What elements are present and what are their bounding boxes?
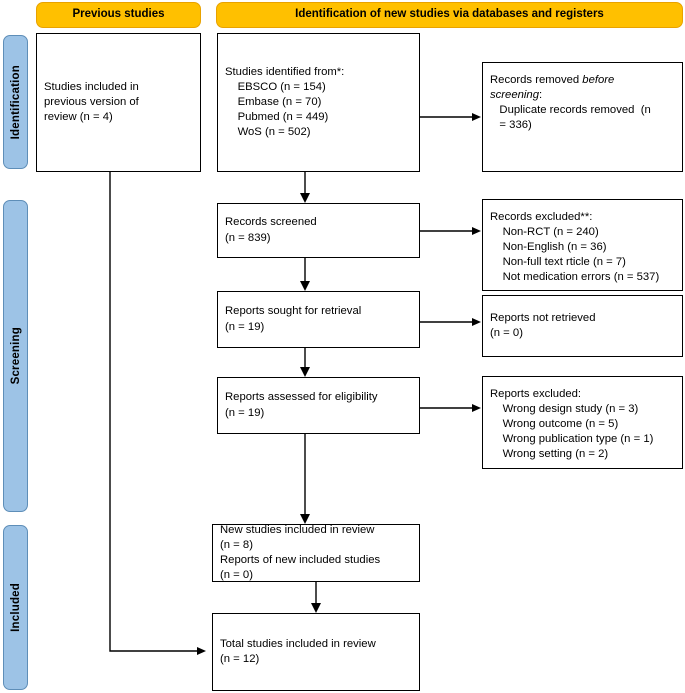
arrow-sought-to-not-retrieved (420, 318, 481, 326)
records-removed-line1-italic: before (582, 74, 615, 86)
node-studies-identified-from-databases-text: Studies identified from*: EBSCO (n = 154… (225, 65, 345, 139)
header-new-studies: Identification of new studies via databa… (216, 2, 683, 28)
node-records-screened: Records screened (n = 839) (217, 203, 420, 258)
arrow-sought-to-assessed (300, 348, 310, 377)
arrow-identified-to-screened (300, 172, 310, 203)
node-reports-assessed-for-eligibility: Reports assessed for eligibility (n = 19… (217, 377, 420, 434)
node-reports-sought-for-retrieval-text: Reports sought for retrieval (n = 19) (225, 305, 362, 333)
node-new-studies-included-in-review-text: New studies included in review (n = 8) R… (220, 523, 381, 582)
stage-label-identification: Identification (9, 64, 22, 140)
records-removed-line2-suffix: : (538, 89, 543, 102)
node-records-excluded: Records excluded**: Non-RCT (n = 240) No… (482, 199, 683, 291)
header-new-studies-label: Identification of new studies via databa… (295, 8, 604, 21)
node-new-studies-included-in-review: New studies included in review (n = 8) R… (212, 524, 420, 582)
node-records-screened-text: Records screened (n = 839) (225, 216, 317, 244)
node-reports-not-retrieved-text: Reports not retrieved (n = 0) (490, 311, 596, 339)
stage-bar-screening: Screening (3, 200, 28, 512)
arrow-screened-to-sought (300, 258, 310, 291)
header-previous-studies: Previous studies (36, 2, 201, 28)
node-studies-included-previous-version: Studies included in previous version of … (36, 33, 201, 172)
arrow-previous-to-total (109, 172, 206, 655)
node-total-studies-included-in-review: Total studies included in review (n = 12… (212, 613, 420, 691)
stage-label-included: Included (9, 583, 22, 632)
arrow-assessed-to-new-included (300, 434, 310, 524)
node-records-excluded-text: Records excluded**: Non-RCT (n = 240) No… (490, 211, 660, 284)
stage-label-screening: Screening (9, 327, 22, 385)
arrow-assessed-to-reports-excluded (420, 404, 481, 412)
arrow-new-included-to-total (311, 582, 321, 613)
arrow-identified-to-removed (420, 113, 481, 121)
header-previous-studies-label: Previous studies (72, 8, 165, 21)
node-reports-assessed-for-eligibility-text: Reports assessed for eligibility (n = 19… (225, 391, 378, 419)
records-removed-line2-italic: screening (490, 89, 539, 102)
stage-bar-included: Included (3, 525, 28, 690)
node-reports-excluded-text: Reports excluded: Wrong design study (n … (490, 388, 654, 461)
node-total-studies-included-in-review-text: Total studies included in review (n = 12… (220, 637, 376, 665)
node-studies-included-previous-version-text: Studies included in previous version of … (44, 80, 139, 123)
arrow-screened-to-excluded (420, 227, 481, 235)
node-reports-not-retrieved: Reports not retrieved (n = 0) (482, 295, 683, 357)
node-reports-excluded: Reports excluded: Wrong design study (n … (482, 376, 683, 469)
stage-bar-identification: Identification (3, 35, 28, 169)
node-records-removed-before-screening: Records removed before screening: Duplica… (482, 62, 683, 172)
node-records-removed-before-screening-text: Records removed before screening: Duplica… (490, 73, 651, 133)
records-removed-line1-prefix: Records removed (490, 74, 583, 86)
node-reports-sought-for-retrieval: Reports sought for retrieval (n = 19) (217, 291, 420, 348)
node-studies-identified-from-databases: Studies identified from*: EBSCO (n = 154… (217, 33, 420, 172)
records-removed-duplicates: Duplicate records removed (n = 336) (499, 104, 651, 132)
